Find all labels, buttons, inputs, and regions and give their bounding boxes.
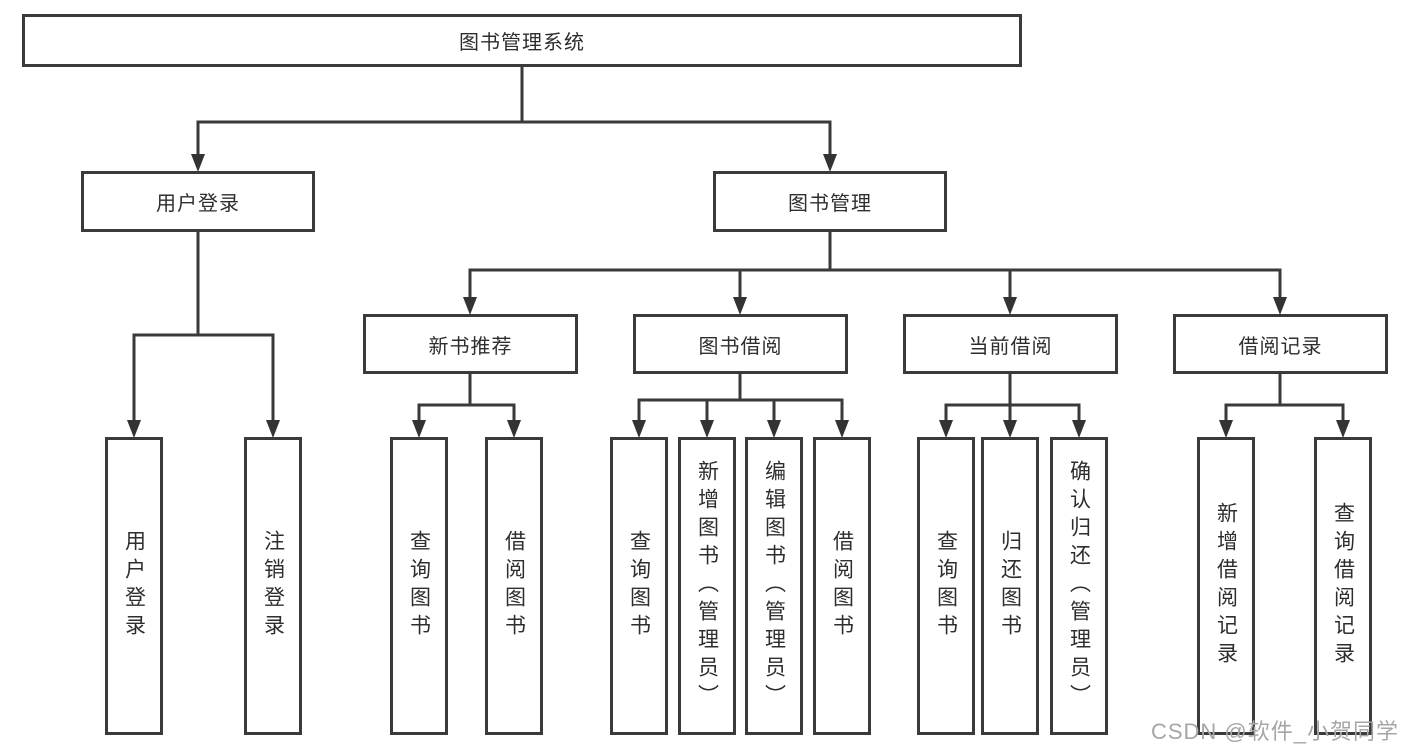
arrowhead <box>767 420 781 438</box>
arrowhead <box>632 420 646 438</box>
node-book-management-branch: 图书管理 <box>713 171 947 232</box>
arrowhead <box>1219 420 1233 438</box>
arrowhead <box>266 420 280 438</box>
node-new-book-recommendation: 新书推荐 <box>363 314 578 374</box>
connector <box>196 67 524 155</box>
node-user-login-branch: 用户登录 <box>81 171 315 232</box>
arrowhead <box>1003 297 1017 315</box>
leaf-add-borrow-record: 新增借阅记录 <box>1197 437 1255 735</box>
leaf-confirm-return-admin: 确认归还（管理员） <box>1050 437 1108 735</box>
leaf-return-books: 归还图书 <box>981 437 1039 735</box>
arrowhead <box>1072 420 1086 438</box>
connector <box>738 374 844 421</box>
node-library-management-system: 图书管理系统 <box>22 14 1022 67</box>
leaf-edit-books-admin: 编辑图书（管理员） <box>745 437 803 735</box>
connector <box>132 232 200 421</box>
arrowhead <box>412 420 426 438</box>
connector <box>1278 374 1345 421</box>
arrowhead <box>1003 420 1017 438</box>
connector <box>1008 374 1081 421</box>
node-book-borrowing: 图书借阅 <box>633 314 848 374</box>
connector <box>705 374 742 421</box>
leaf-query-books-recommend: 查询图书 <box>390 437 448 735</box>
leaf-borrow-books-recommend: 借阅图书 <box>485 437 543 735</box>
connector <box>196 232 275 421</box>
arrowhead <box>463 297 477 315</box>
leaf-add-books-admin: 新增图书（管理员） <box>678 437 736 735</box>
connector <box>828 232 1282 298</box>
leaf-borrow-books: 借阅图书 <box>813 437 871 735</box>
arrowhead <box>835 420 849 438</box>
csdn-watermark: CSDN @软件_小贺同学 <box>1150 719 1399 744</box>
connector <box>1224 374 1282 421</box>
connector <box>468 232 832 298</box>
connector <box>738 374 776 421</box>
leaf-query-books-borrow: 查询图书 <box>610 437 668 735</box>
arrowhead <box>1336 420 1350 438</box>
connector <box>468 374 516 421</box>
arrowhead <box>823 154 837 172</box>
arrowhead <box>127 420 141 438</box>
arrowhead <box>507 420 521 438</box>
node-current-borrowing: 当前借阅 <box>903 314 1118 374</box>
connector <box>738 232 832 298</box>
leaf-query-borrow-record: 查询借阅记录 <box>1314 437 1372 735</box>
connector <box>520 67 832 155</box>
connector <box>637 374 742 421</box>
node-borrowing-records: 借阅记录 <box>1173 314 1388 374</box>
arrowhead <box>191 154 205 172</box>
leaf-user-login: 用户登录 <box>105 437 163 735</box>
leaf-query-books-current: 查询图书 <box>917 437 975 735</box>
connector <box>417 374 472 421</box>
arrowhead <box>733 297 747 315</box>
connector <box>944 374 1012 421</box>
arrowhead <box>700 420 714 438</box>
leaf-logout: 注销登录 <box>244 437 302 735</box>
arrowhead <box>1273 297 1287 315</box>
arrowhead <box>939 420 953 438</box>
connector <box>828 232 1012 298</box>
